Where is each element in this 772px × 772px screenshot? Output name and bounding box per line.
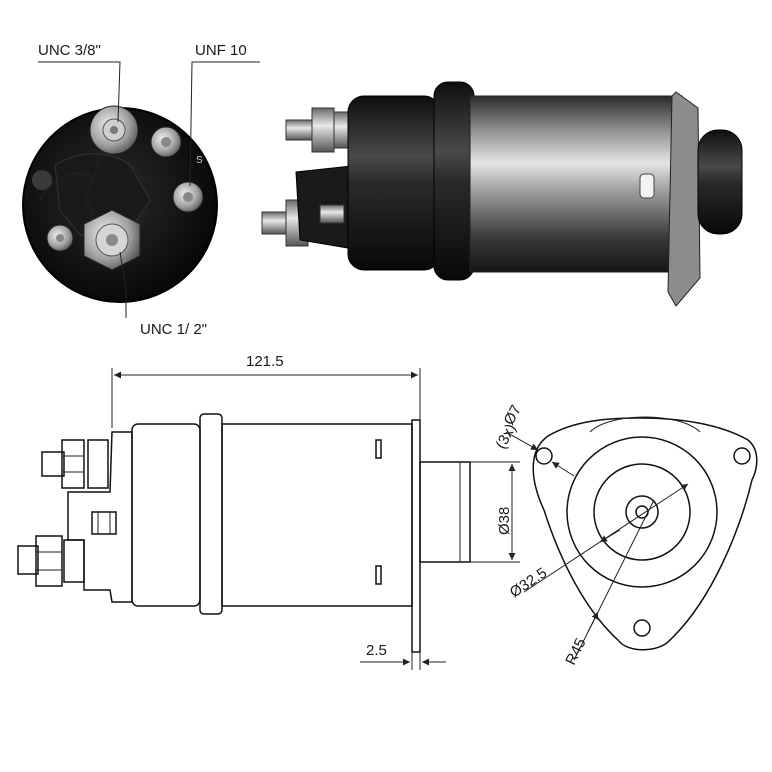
terminal-small-nut bbox=[150, 126, 182, 158]
dim-bore-diameter: Ø32.5 bbox=[507, 564, 550, 601]
callout-leaders bbox=[38, 61, 260, 318]
front-bore-circle bbox=[593, 463, 691, 561]
end-view-photo: S bbox=[22, 105, 218, 303]
side-view-photo bbox=[261, 81, 743, 307]
front-drawing bbox=[505, 416, 758, 661]
drawing-can bbox=[221, 423, 413, 607]
leader-hole-diameter-1 bbox=[505, 431, 539, 451]
front-flange-outline bbox=[532, 417, 758, 651]
terminal-left-nut bbox=[46, 224, 74, 252]
dim-nose-diameter: Ø38 bbox=[496, 507, 513, 535]
dim-overall-length: 121.5 bbox=[246, 353, 284, 370]
dim-flange-thickness: 2.5 bbox=[366, 642, 387, 659]
photo-terminal-upper bbox=[285, 107, 353, 153]
drawing-slot-upper bbox=[375, 439, 382, 459]
leader-unc-3-8 bbox=[38, 61, 121, 123]
photo-slot bbox=[639, 173, 655, 199]
wire-strap bbox=[39, 173, 91, 201]
copper-strap bbox=[84, 159, 101, 216]
photo-end-cap bbox=[347, 95, 441, 271]
drawing-insulator bbox=[67, 431, 133, 603]
leader-unc-1-2 bbox=[119, 251, 127, 318]
callout-unc-1-2: UNC 1/ 2" bbox=[140, 321, 207, 338]
rivet-mark bbox=[32, 170, 52, 190]
terminal-unc-3-8 bbox=[89, 105, 139, 155]
photo-mounting-flange bbox=[667, 91, 701, 307]
leader-unf-10 bbox=[189, 61, 260, 187]
drawing-cap-flange bbox=[199, 413, 223, 615]
callout-unc-3-8: UNC 3/8" bbox=[38, 42, 101, 59]
dim-flange-radius: R45 bbox=[562, 636, 589, 668]
front-top-boss bbox=[589, 416, 701, 433]
side-drawing bbox=[17, 368, 520, 670]
photo-cap-flange bbox=[433, 81, 475, 281]
dim-arrow-bore bbox=[599, 529, 621, 543]
front-can-circle bbox=[566, 436, 718, 588]
front-hole-right bbox=[733, 447, 751, 465]
photo-small-terminal bbox=[319, 204, 345, 224]
front-hole-bottom bbox=[633, 619, 651, 637]
drawing-end-cap bbox=[131, 423, 201, 607]
drawing-nose bbox=[419, 461, 471, 563]
callout-unf-10: UNF 10 bbox=[195, 42, 247, 59]
drawing-terminal-upper bbox=[41, 439, 109, 489]
terminal-s-mark: S bbox=[196, 155, 203, 166]
front-hole-left bbox=[535, 447, 553, 465]
leader-hole-diameter-2 bbox=[551, 461, 575, 477]
photo-plunger-nose bbox=[697, 129, 743, 235]
drawing-terminal-lower bbox=[17, 535, 85, 587]
drawing-small-terminal bbox=[91, 511, 117, 535]
dim-line-radius bbox=[573, 499, 655, 661]
drawing-flange-plate bbox=[411, 419, 421, 653]
dim-arrow-radius bbox=[587, 611, 599, 633]
front-plunger-circle bbox=[625, 495, 659, 529]
terminal-unf-10: S bbox=[172, 155, 204, 213]
terminal-unc-1-2 bbox=[83, 209, 141, 271]
drawing-slot-lower bbox=[375, 565, 382, 585]
